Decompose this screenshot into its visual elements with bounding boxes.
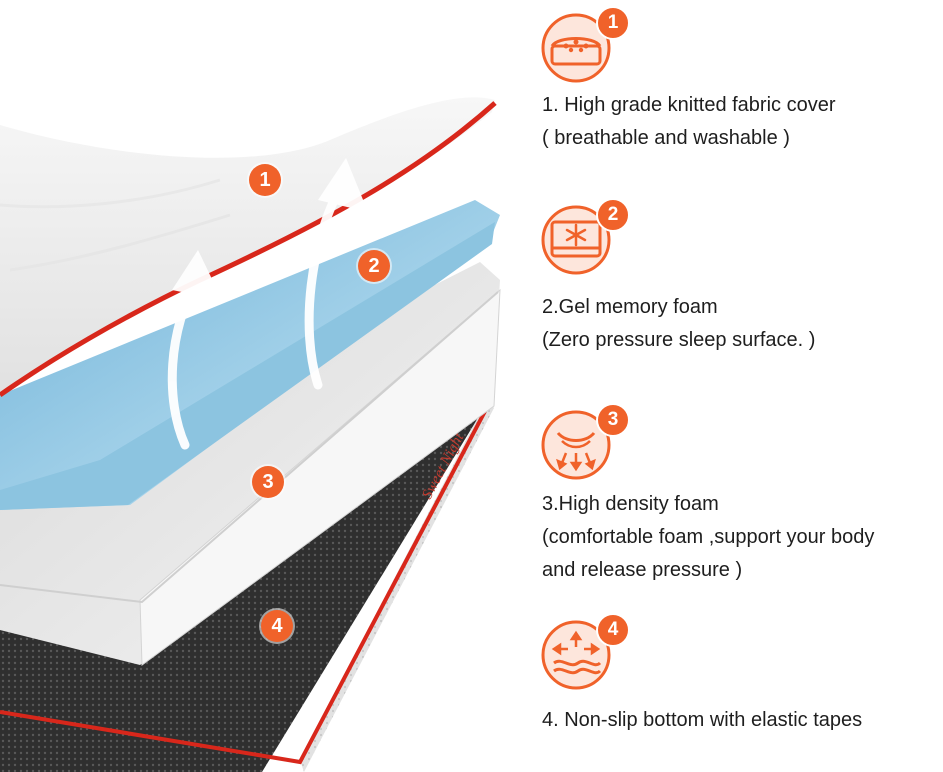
- feature-item-3: 3 3.High density foam (comfortable foam …: [540, 403, 940, 593]
- feature-desc-3b: and release pressure ): [542, 559, 743, 581]
- feature-badge-3: 3: [596, 403, 630, 437]
- non-slip-base-icon: [540, 613, 620, 698]
- feature-badge-2: 2: [596, 198, 630, 232]
- feature-title-4: 4. Non-slip bottom with elastic tapes: [542, 709, 863, 731]
- layer-marker-3: 3: [252, 466, 284, 498]
- feature-title-2: 2.Gel memory foam: [542, 296, 718, 318]
- foam-layer: [0, 262, 501, 666]
- knitted-cover-icon: [540, 6, 620, 91]
- gel-snowflake-icon: [540, 198, 620, 283]
- feature-desc-2: (Zero pressure sleep surface. ): [542, 329, 816, 351]
- airflow-arrows: [167, 158, 368, 450]
- layer-marker-4: 4: [261, 610, 293, 642]
- pressure-foam-icon: [540, 403, 620, 488]
- feature-item-4: 4 4. Non-slip bottom with elastic tapes: [540, 613, 940, 743]
- feature-badge-1: 1: [596, 6, 630, 40]
- feature-item-1: 1 1. High grade knitted fabric cover ( b…: [540, 6, 940, 166]
- feature-title-1: 1. High grade knitted fabric cover: [542, 94, 836, 116]
- feature-badge-4: 4: [596, 613, 630, 647]
- feature-desc-3a: (comfortable foam ,support your body: [542, 526, 875, 548]
- feature-item-2: 2 2.Gel memory foam (Zero pressure sleep…: [540, 198, 940, 368]
- feature-title-3: 3.High density foam: [542, 493, 719, 515]
- layer-marker-2: 2: [358, 250, 390, 282]
- cover-layer: [0, 97, 497, 398]
- layer-marker-1: 1: [249, 164, 281, 196]
- mattress-layers-illustration: Sweet Night: [0, 97, 501, 772]
- feature-desc-1: ( breathable and washable ): [542, 127, 790, 149]
